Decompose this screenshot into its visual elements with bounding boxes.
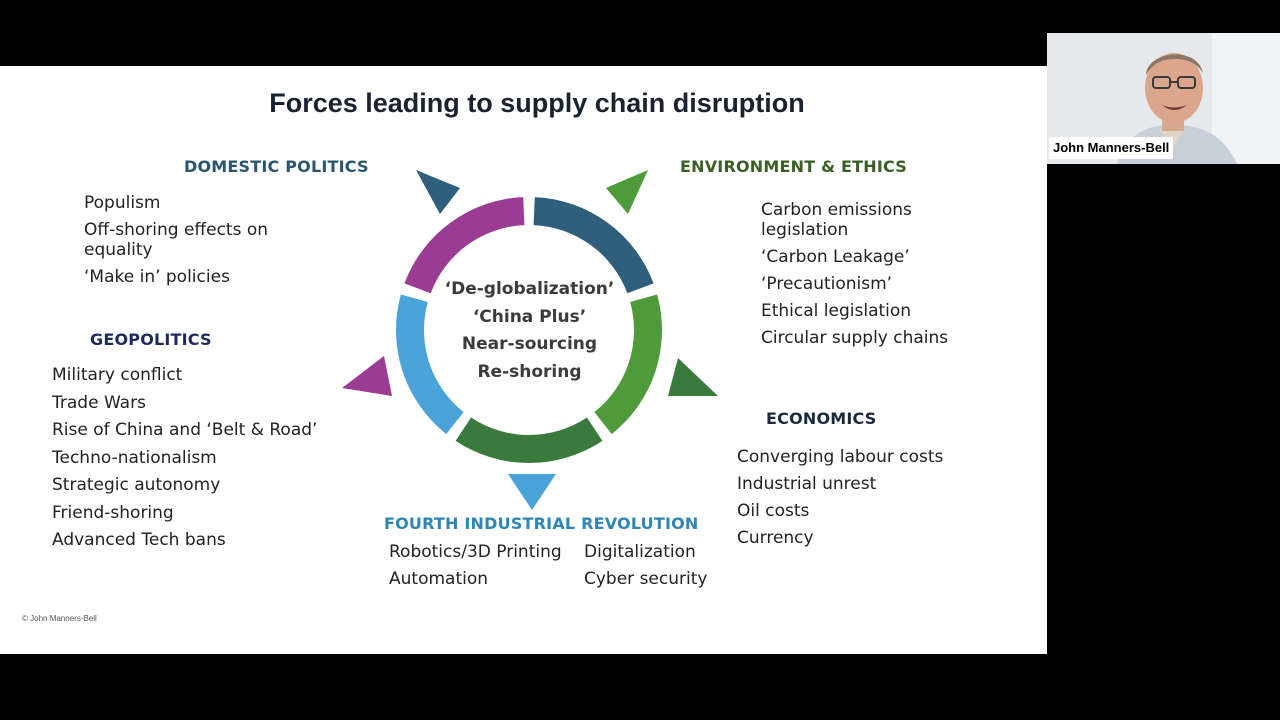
list-item: Robotics/3D Printing	[389, 542, 562, 562]
heading-economics: ECONOMICS	[766, 409, 877, 428]
heading-environment-ethics: ENVIRONMENT & ETHICS	[680, 157, 907, 176]
heading-fourth-industrial-revolution: FOURTH INDUSTRIAL REVOLUTION	[384, 514, 699, 533]
arrow-industrial	[508, 474, 556, 510]
heading-geopolitics: GEOPOLITICS	[90, 330, 212, 349]
slide-title: Forces leading to supply chain disruptio…	[269, 88, 805, 118]
list-item: Automation	[389, 569, 489, 589]
list-item: ‘Carbon Leakage’	[761, 247, 910, 267]
copyright-notice: © John Manners-Bell	[22, 614, 97, 623]
wheel-segment-domestic-politics	[533, 197, 654, 294]
center-line-deglobalization: ‘De-globalization’	[444, 279, 615, 299]
arrow-geopolitics	[342, 356, 392, 396]
list-environment-ethics: Carbon emissions legislation ‘Carbon Lea…	[761, 200, 971, 355]
list-item: Cyber security	[584, 569, 708, 589]
disruption-wheel-diagram	[342, 170, 718, 510]
list-item: Friend-shoring	[52, 502, 174, 523]
list-economics: Converging labour costs Industrial unres…	[737, 447, 1017, 555]
participant-name-label: John Manners-Bell	[1049, 137, 1174, 159]
list-item: Ethical legislation	[761, 301, 912, 321]
arrow-environment	[606, 170, 648, 214]
list-item: Oil costs	[737, 501, 810, 521]
center-text-block: ‘De-globalization’ ‘China Plus’ Near-sou…	[428, 276, 631, 386]
list-item: Currency	[737, 528, 814, 548]
list-item: Techno-nationalism	[52, 447, 217, 468]
list-fourth-industrial-col1: Robotics/3D Printing Automation	[389, 542, 579, 596]
list-item: Circular supply chains	[761, 328, 949, 348]
list-fourth-industrial-col2: Digitalization Cyber security	[584, 542, 744, 596]
heading-domestic-politics: DOMESTIC POLITICS	[184, 157, 369, 176]
list-item: Strategic autonomy	[52, 475, 221, 495]
arrow-economics	[668, 358, 718, 396]
arrow-domestic-politics	[416, 170, 460, 214]
center-line-near-sourcing: Near-sourcing	[461, 334, 598, 354]
wheel-segment-geopolitics	[404, 197, 525, 294]
list-item: Advanced Tech bans	[52, 530, 226, 550]
center-line-china-plus: ‘China Plus’	[472, 306, 587, 327]
list-item: Military conflict	[52, 365, 183, 385]
list-item: Rise of China and ‘Belt & Road’	[52, 420, 318, 440]
list-item: Trade Wars	[52, 392, 146, 413]
center-line-re-shoring: Re-shoring	[477, 361, 582, 382]
wheel-segment-environment	[594, 294, 662, 435]
list-item: Populism	[84, 193, 161, 213]
presentation-slide: Forces leading to supply chain disruptio…	[0, 66, 1047, 654]
wheel-segment-economics	[455, 417, 603, 463]
list-item: Off-shoring effects on equality	[84, 220, 269, 260]
list-item: Carbon emissions legislation	[761, 200, 912, 240]
list-domestic-politics: Populism Off-shoring effects on equality…	[84, 193, 324, 294]
wheel-segment-industrial	[396, 294, 464, 435]
list-item: Digitalization	[584, 542, 696, 562]
list-item: ‘Precautionism’	[761, 274, 893, 294]
list-geopolitics: Military conflict Trade Wars Rise of Chi…	[52, 365, 352, 558]
list-item: ‘Make in’ policies	[84, 267, 230, 287]
list-item: Converging labour costs	[737, 447, 944, 467]
list-item: Industrial unrest	[737, 474, 877, 494]
